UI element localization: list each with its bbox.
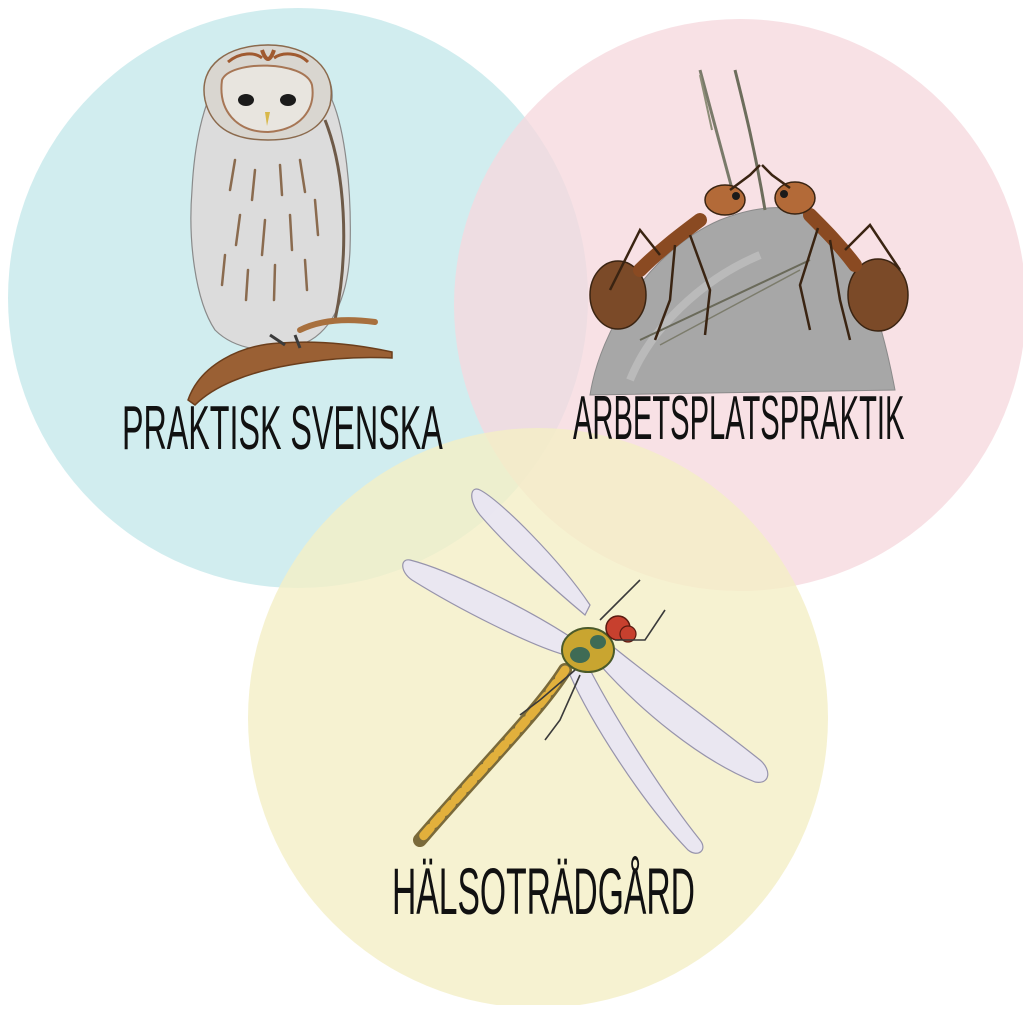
label-arbetsplatspraktik: ARBETSPLATSPRAKTIK [573,388,904,450]
label-praktisk-svenska: PRAKTISK SVENSKA [122,398,443,460]
label-halsotradgard: HÄLSOTRÄDGÅRD [392,858,695,924]
